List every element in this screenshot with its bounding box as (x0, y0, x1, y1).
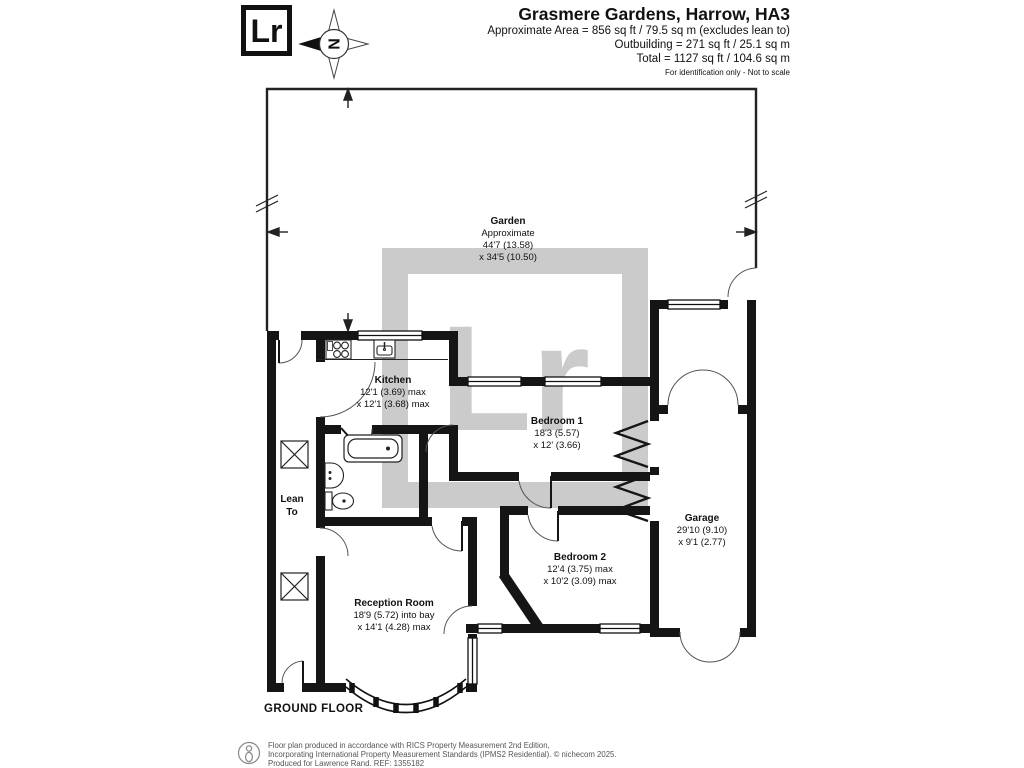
hall-kitchen-door-arc (425, 424, 454, 453)
lr-logo: Lr (241, 5, 292, 56)
skylight-box-icon-bottom (280, 572, 309, 601)
bay-window (345, 678, 467, 714)
bathroom-fixtures (324, 434, 403, 511)
bathtub-icon (343, 434, 403, 463)
compass-icon: N (298, 8, 370, 80)
bedroom2-door-arc (527, 514, 559, 542)
bedroom2-window (599, 623, 641, 634)
garden-measure-arrows (255, 86, 768, 334)
boundary-break-marks (255, 190, 768, 213)
leanto-bottom-door-arc (281, 660, 304, 684)
ground-floor-label: GROUND FLOOR (264, 703, 364, 715)
bedroom1-label: Bedroom 1 18'3 (5.57) x 12' (3.66) (530, 416, 584, 451)
footer-line-3: Produced for Lawrence Rand. REF: 1355182 (268, 758, 425, 768)
reception-side-window (467, 637, 478, 685)
basin-icon (324, 462, 345, 489)
leanto-skylights (280, 440, 309, 601)
bedroom2-label: Bedroom 2 12'4 (3.75) max x 10'2 (3.09) … (543, 552, 617, 587)
header-block: Grasmere Gardens, Harrow, HA3 Approximat… (487, 4, 790, 78)
approx-area-line: Approximate Area = 856 sq ft / 79.5 sq m… (487, 25, 790, 37)
lr-logo-text: Lr (250, 12, 283, 49)
bedroom1-door-arc (518, 480, 552, 509)
bedroom1-window-right (544, 376, 602, 387)
front-door-arc (443, 605, 473, 635)
bay-window-mullions (349, 683, 463, 713)
garage-divider-door-left-arc (667, 369, 704, 406)
kitchen-label: Kitchen 12'1 (3.69) max x 12'1 (3.68) ma… (356, 375, 430, 410)
reception-leanto-door-arc (319, 527, 349, 557)
sink-icon (373, 339, 396, 359)
walls (267, 300, 756, 692)
windows (357, 299, 721, 685)
doors (278, 267, 757, 684)
garage-door-left-arc (679, 631, 711, 663)
kitchen-fixtures (317, 339, 448, 360)
footer-disclaimer: Floor plan produced in accordance with R… (268, 741, 617, 768)
reception-label: Reception Room 18'9 (5.72) into bay x 14… (353, 598, 435, 633)
hall-window (477, 623, 503, 634)
toilet-icon (324, 491, 355, 511)
garden-boundary (265, 87, 758, 331)
page-title: Grasmere Gardens, Harrow, HA3 (518, 4, 790, 24)
kitchen-door-arc (319, 361, 376, 418)
footer-line-1: Floor plan produced in accordance with R… (268, 741, 550, 750)
leanto-label: Lean To (280, 494, 304, 518)
skylight-box-icon-top (280, 440, 309, 469)
garage-window (667, 299, 721, 310)
total-area-line: Total = 1127 sq ft / 104.6 sq m (636, 52, 790, 65)
kitchen-window (357, 330, 423, 341)
nichecom-logo-icon (237, 741, 261, 765)
compass-north-letter: N (327, 38, 344, 50)
garage-divider-door-right-arc (702, 369, 739, 406)
identification-note: For identification only - Not to scale (665, 68, 790, 78)
folding-doors (612, 419, 652, 523)
leanto-top-door-arc (278, 339, 303, 364)
reception-door-arc (431, 525, 463, 552)
garage-door-right-arc (709, 631, 741, 663)
stove-icon (325, 339, 352, 360)
footer-line-2: Incorporating International Property Mea… (268, 749, 617, 759)
garden-gate-arc (727, 267, 757, 298)
bedroom1-window-left (467, 376, 522, 387)
outbuilding-line: Outbuilding = 271 sq ft / 25.1 sq m (614, 38, 790, 51)
garage-label: Garage 29'10 (9.10) x 9'1 (2.77) (676, 513, 728, 548)
garden-label: Garden Approximate 44'7 (13.58) x 34'5 (… (479, 216, 537, 263)
